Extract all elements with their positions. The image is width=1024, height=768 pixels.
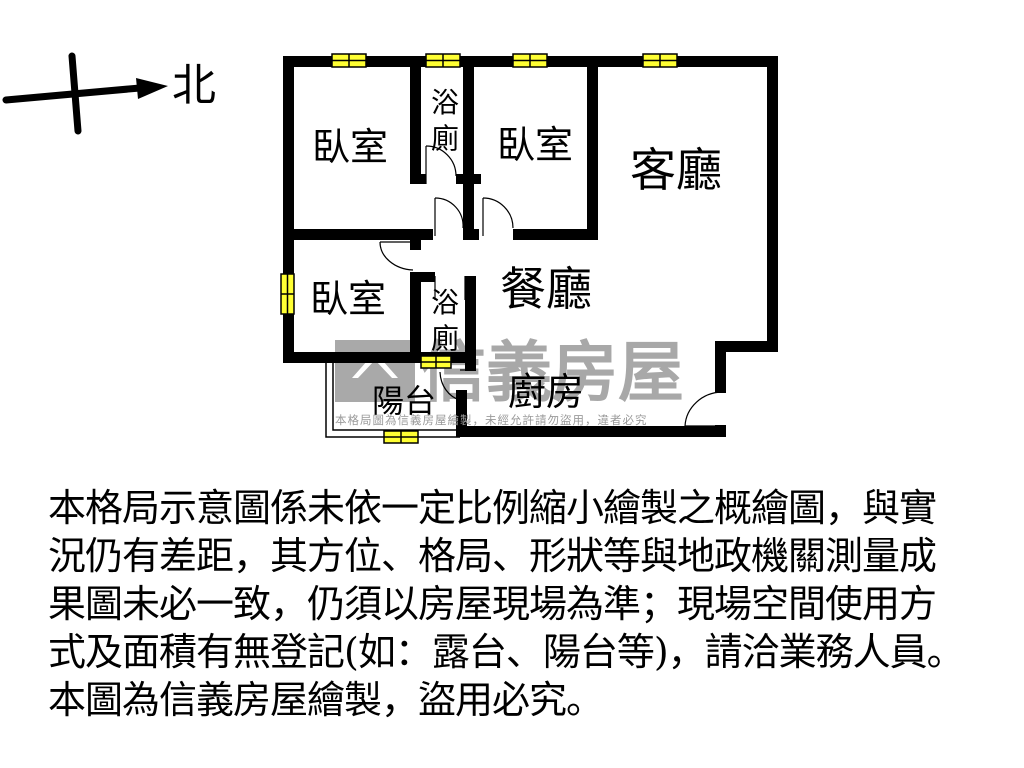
window-living-room [642, 53, 678, 68]
room-label-bedroom-2: 臥室 [497, 123, 573, 167]
room-label-living-room: 客廳 [630, 143, 722, 197]
compass-label: 北 [172, 60, 216, 111]
watermark-logo-icon [335, 340, 415, 402]
door-bedroom-2 [482, 197, 514, 236]
room-label-dining-room: 餐廳 [500, 262, 592, 316]
room-label-bathroom-2-line1: 浴 [431, 286, 459, 319]
window-balcony [383, 430, 419, 444]
room-label-bedroom-3: 臥室 [310, 277, 386, 321]
room-label-bedroom-1: 臥室 [312, 125, 388, 169]
disclaimer-text: 本格局示意圖係未依一定比例縮小繪製之概繪圖，與實 況仍有差距，其方位、格局、形狀… [48, 484, 1008, 724]
door-bathroom-2 [434, 276, 466, 300]
north-arrow-icon [2, 52, 168, 135]
disclaimer-line: 況仍有差距，其方位、格局、形狀等與地政機關測量成 [48, 534, 937, 578]
room-label-kitchen: 廚房 [508, 370, 584, 414]
door-kitchen [684, 391, 723, 427]
window-bedroom-3 [280, 273, 295, 315]
watermark-notice: 本格局圖為信義房屋繪製，未經允許請勿盜用，違者必究 [335, 413, 648, 427]
doors [379, 145, 723, 427]
windows [280, 53, 678, 444]
room-label-bathroom-1-line1: 浴 [431, 86, 459, 119]
window-bedroom-2 [512, 53, 548, 68]
disclaimer-line: 本格局示意圖係未依一定比例縮小繪製之概繪圖，與實 [48, 486, 937, 530]
door-balcony [439, 369, 472, 401]
window-bedroom-1 [331, 53, 367, 68]
window-bathroom-1 [425, 53, 461, 68]
disclaimer-line: 本圖為信義房屋繪製，盜用必究。 [48, 678, 604, 722]
room-label-bathroom-2-line2: 廁 [431, 322, 459, 355]
door-bedroom-3 [379, 241, 415, 271]
room-label-bathroom-1-line2: 廁 [431, 122, 459, 155]
disclaimer-line: 式及面積有無登記(如：露台、陽台等)，請洽業務人員。 [48, 630, 965, 674]
door-bedroom-1 [434, 197, 464, 236]
room-label-balcony: 陽台 [372, 382, 436, 420]
floor-plan: 北 信義房屋 [2, 52, 778, 444]
window-bathroom-2 [420, 355, 452, 369]
door-bathroom-1 [425, 145, 457, 184]
disclaimer-line: 果圖未必一致，仍須以房屋現場為準；現場空間使用方 [48, 582, 937, 626]
